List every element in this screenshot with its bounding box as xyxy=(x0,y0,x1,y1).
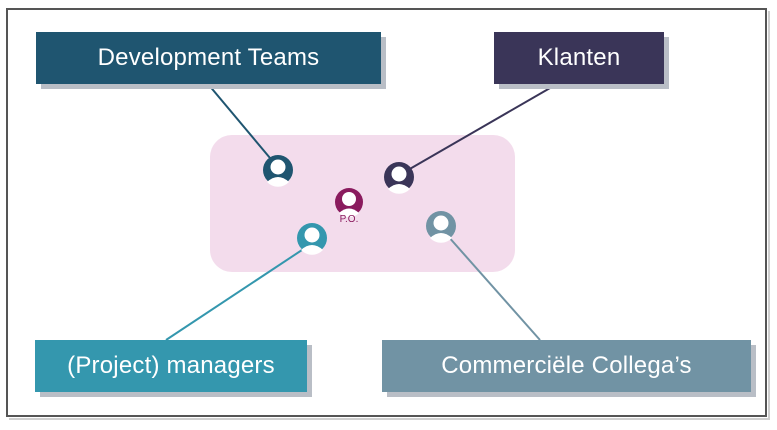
person-icon-klanten xyxy=(384,162,414,194)
connector-dev xyxy=(207,83,271,159)
person-icon-com xyxy=(426,211,456,243)
person-icon-pm xyxy=(297,223,327,255)
connector-com xyxy=(446,234,541,341)
connector-pm xyxy=(165,247,306,341)
person-icon-product-owner xyxy=(335,188,363,218)
connector-klanten xyxy=(407,83,558,171)
frame-shadow xyxy=(9,11,770,420)
stakeholder-box-klanten: Klanten xyxy=(494,32,664,84)
person-icon-dev xyxy=(263,155,293,187)
stakeholder-box-project-managers: (Project) managers xyxy=(35,340,307,392)
stakeholder-box-development-teams: Development Teams xyxy=(36,32,381,84)
product-owner-label: P.O. xyxy=(339,214,359,225)
stakeholder-box-commerciele-collegas: Commerciële Collega’s xyxy=(382,340,751,392)
